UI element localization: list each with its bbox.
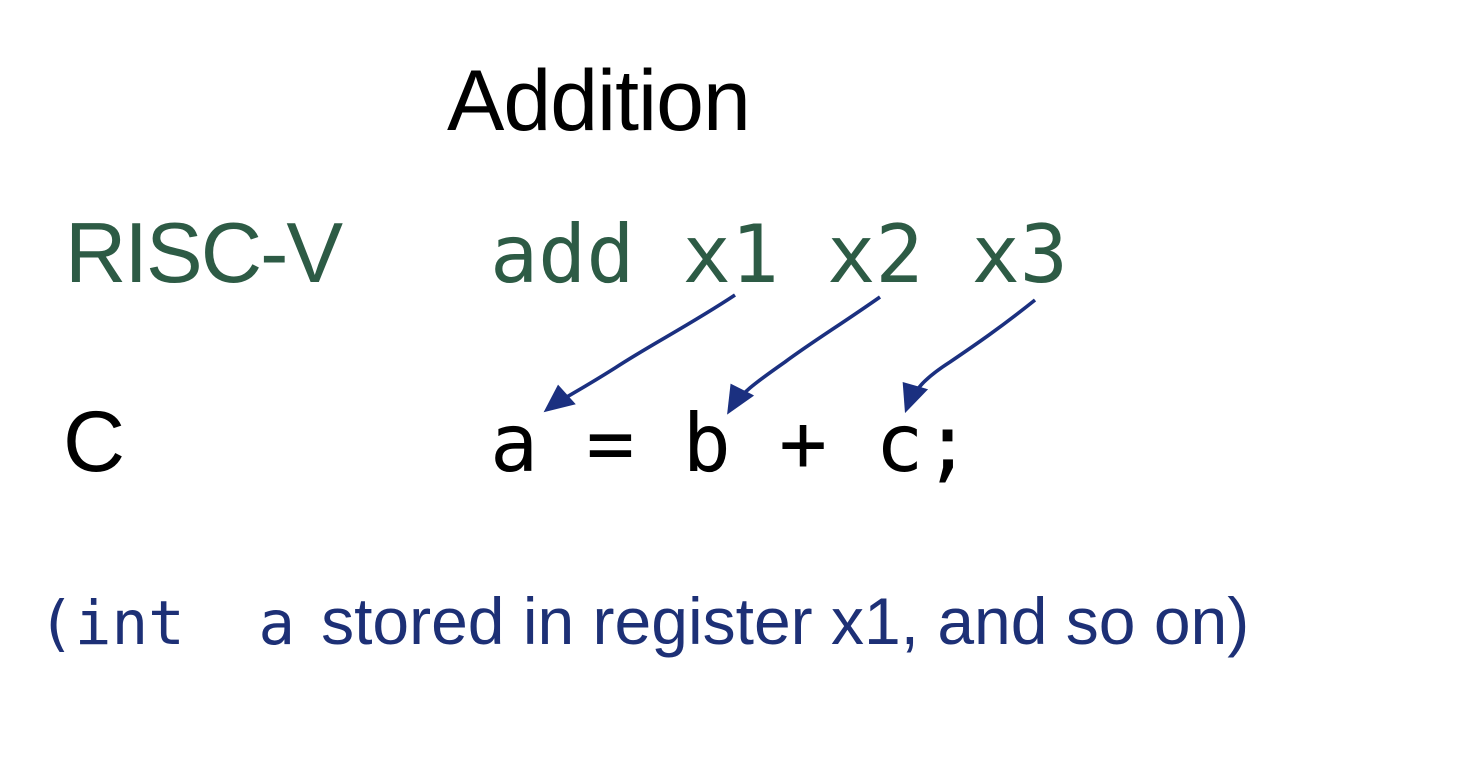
riscv-label: RISC-V: [65, 206, 343, 301]
note-code-fragment: (int a: [38, 588, 296, 659]
arrow-x1-to-a-icon: [543, 293, 736, 413]
slide-title: Addition: [447, 53, 751, 149]
c-code: a = b + c;: [490, 397, 972, 490]
note-text-fragment: stored in register x1, and so on): [321, 584, 1250, 658]
arrow-x2-to-b-icon: [727, 295, 882, 415]
register-storage-note: (int a stored in register x1, and so on): [38, 588, 1249, 654]
riscv-code: add x1 x2 x3: [490, 208, 1068, 301]
arrow-x3-to-c-icon: [902, 298, 1037, 414]
c-label: C: [63, 394, 126, 490]
